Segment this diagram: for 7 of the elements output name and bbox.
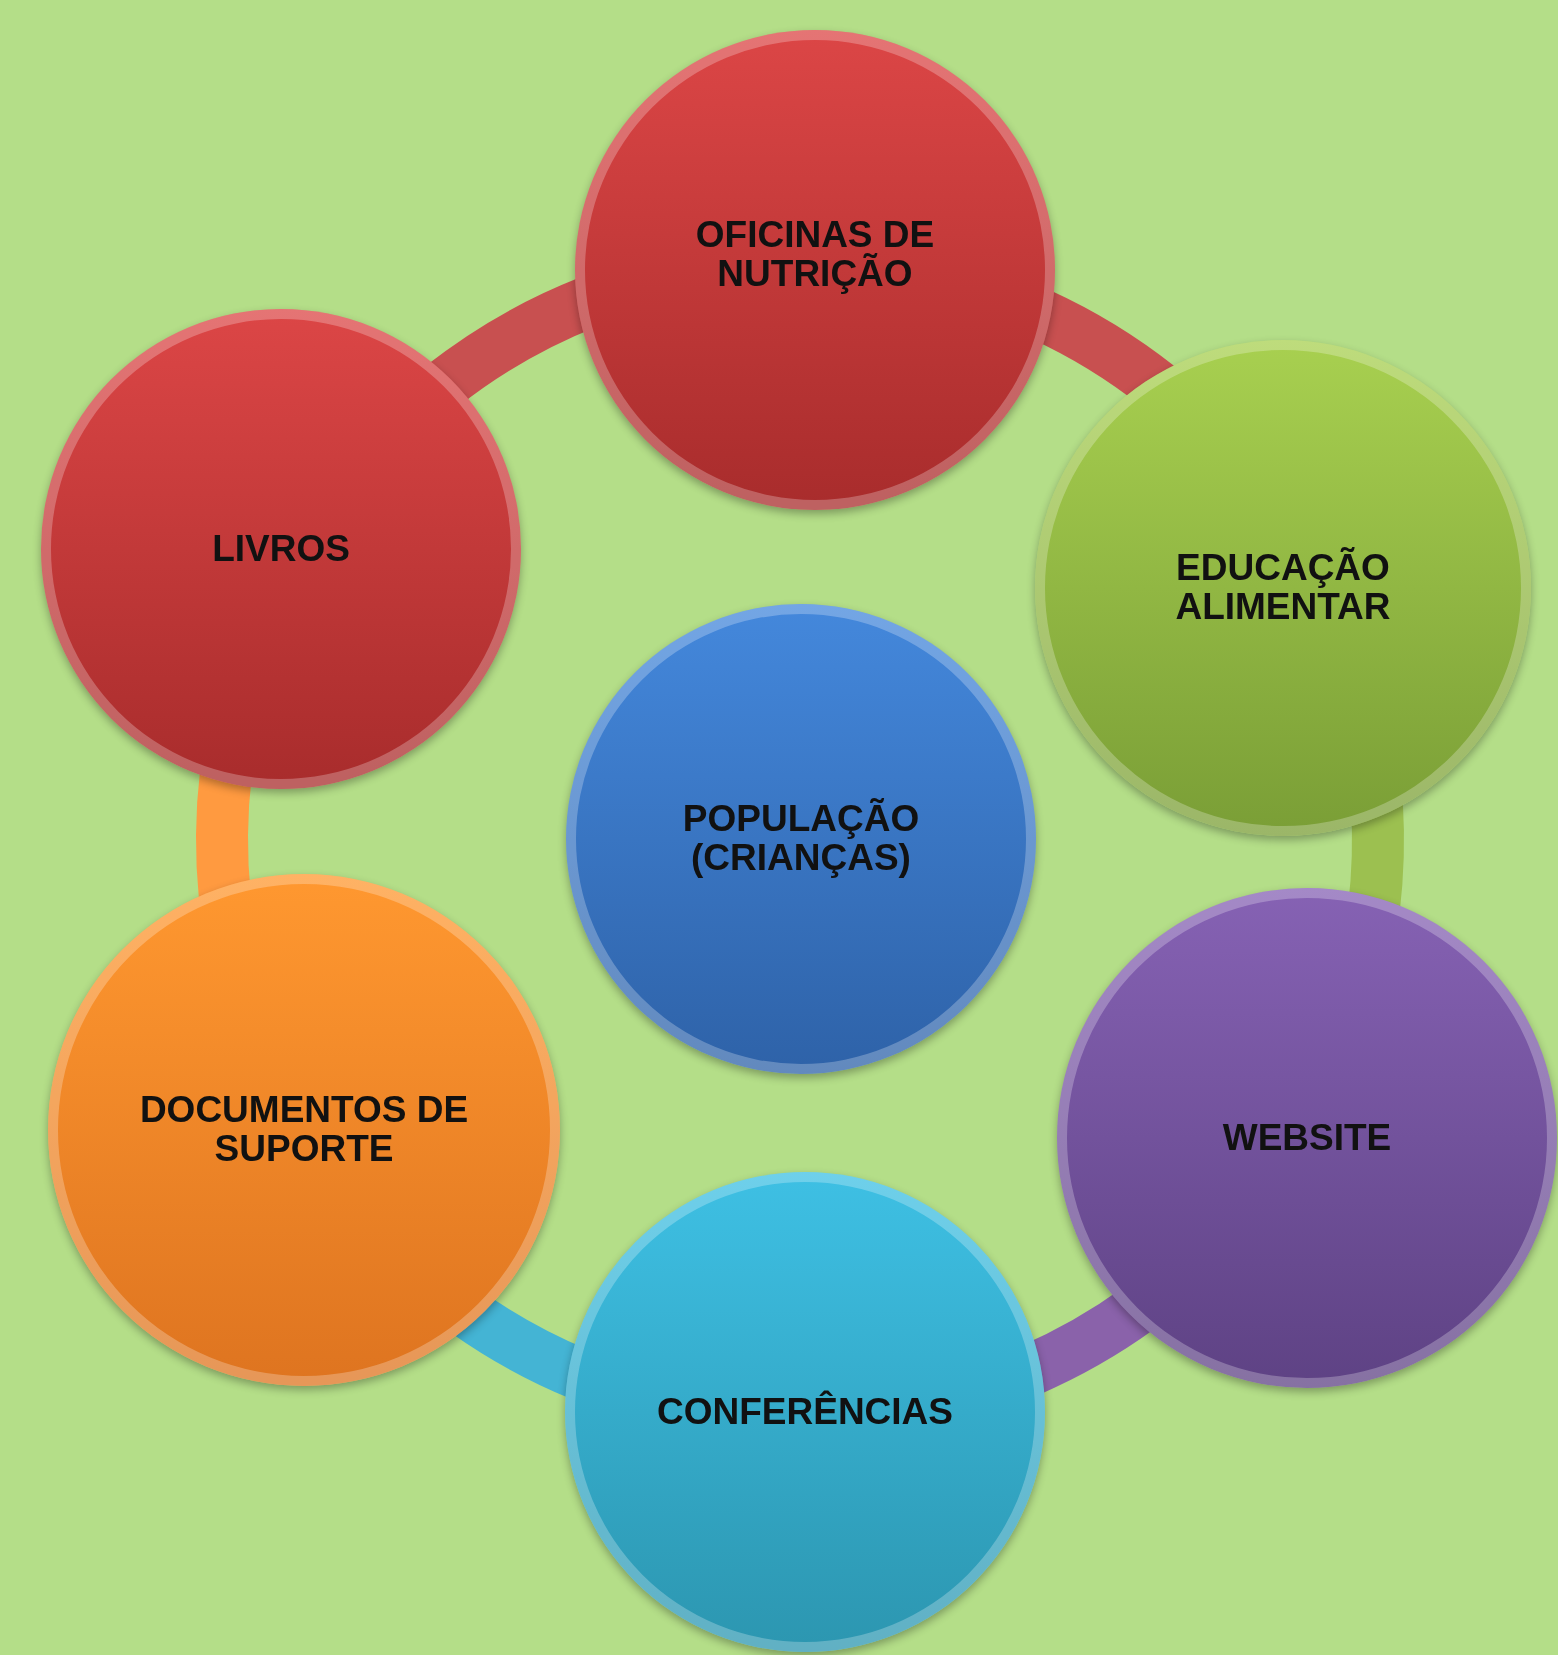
node-label: POPULAÇÃO (CRIANÇAS) [681, 800, 921, 878]
node-label: DOCUMENTOS DE SUPORTE [138, 1091, 470, 1169]
node-label: WEBSITE [1222, 1118, 1392, 1158]
node-label: OFICINAS DE NUTRIÇÃO [694, 216, 936, 294]
node-label: CONFERÊNCIAS [657, 1392, 953, 1432]
node-label: LIVROS [212, 529, 350, 569]
node-label: EDUCAÇÃO ALIMENTAR [1174, 549, 1392, 627]
